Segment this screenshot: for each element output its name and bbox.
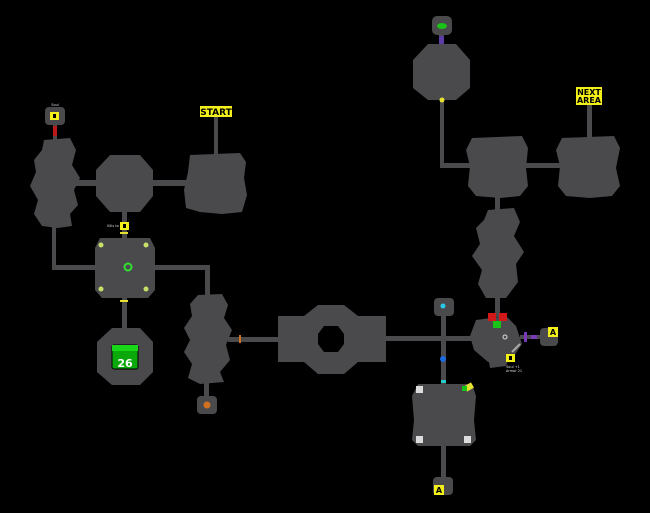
room-top-right-octagon xyxy=(413,44,470,100)
blue-marker xyxy=(440,356,446,362)
room-top-left xyxy=(30,138,80,228)
label-start-text: START xyxy=(200,108,232,118)
green-capsule-icon[interactable] xyxy=(437,23,447,29)
label-next-area[interactable]: NEXT AREA xyxy=(576,87,602,105)
counter-value: 26 xyxy=(117,357,133,370)
room-right-chamber xyxy=(470,316,522,364)
label-exit-a-right-text: A xyxy=(550,328,557,337)
orange-orb xyxy=(203,401,211,409)
room-next-area xyxy=(556,136,620,198)
item-text-right-2: Armor 21 xyxy=(506,369,522,373)
label-next-area-line2: AREA xyxy=(577,96,602,105)
label-exit-a-bottom-text: A xyxy=(436,486,443,495)
item-text-left-mid: Kills to xyxy=(107,224,119,228)
red-marker-2 xyxy=(499,313,507,321)
item-text-top-left: Soul xyxy=(51,103,59,107)
rooms xyxy=(30,44,620,446)
label-exit-a-right[interactable]: A xyxy=(548,327,558,337)
room-octagon-left xyxy=(96,155,153,212)
label-exit-a-bottom[interactable]: A xyxy=(434,485,444,495)
status-icons xyxy=(416,313,507,443)
room-bottom-square xyxy=(412,384,476,446)
label-next-area-line1: NEXT xyxy=(577,88,601,97)
label-start[interactable]: START xyxy=(200,106,233,118)
skull-marker-tl xyxy=(416,386,423,393)
counter-box[interactable]: 26 xyxy=(111,344,139,370)
room-right-column xyxy=(472,208,524,298)
details xyxy=(53,36,537,409)
sign-icons xyxy=(50,112,515,362)
item-text-right-1: Soul +1 xyxy=(506,365,520,369)
room-left-column xyxy=(184,294,232,384)
skull-marker-br xyxy=(464,436,471,443)
room-central xyxy=(278,305,386,374)
green-ring-marker xyxy=(123,262,133,272)
room-right-a xyxy=(466,136,528,198)
room-start xyxy=(184,153,247,214)
red-marker-1 xyxy=(488,313,496,321)
green-marker xyxy=(493,321,501,328)
skull-marker-bl xyxy=(416,436,423,443)
